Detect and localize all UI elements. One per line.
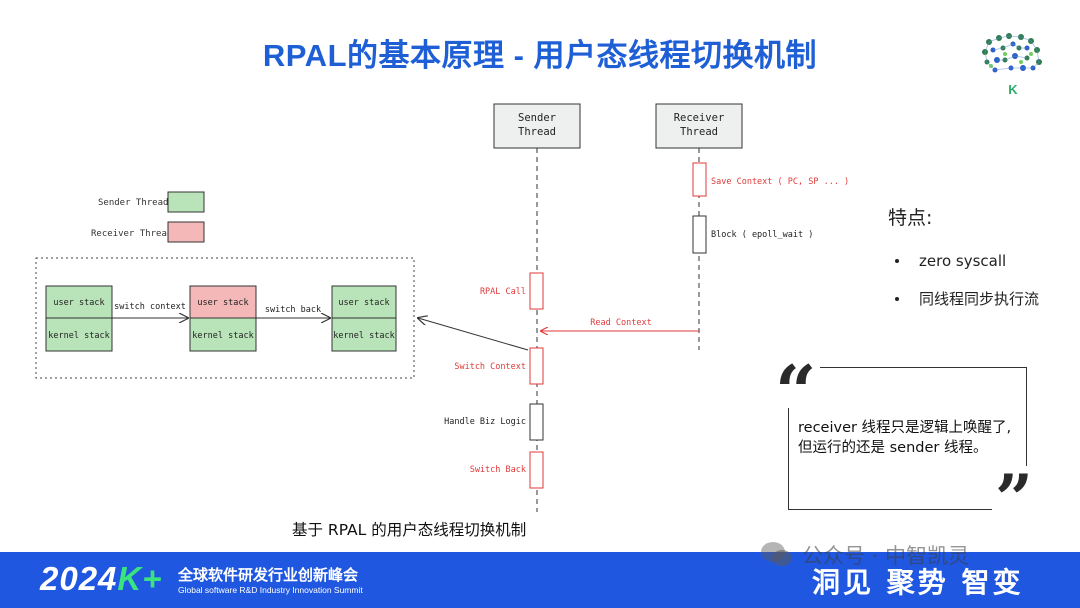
handle-biz-activation	[529, 403, 544, 441]
rpal-call-activation	[529, 272, 544, 310]
bullet-icon	[895, 259, 899, 263]
save-context-label: Save Context ( PC, SP ... )	[711, 177, 849, 187]
legend-sender-label: Sender Thread	[98, 198, 168, 208]
block-activation	[692, 215, 707, 254]
footer-event-cn: 全球软件研发行业创新峰会	[178, 566, 359, 584]
features-panel: 特点: zero syscall 同线程同步执行流	[888, 203, 1073, 327]
stack-pointer-arrow	[418, 318, 529, 351]
sender-user-stack	[45, 285, 113, 319]
receiver-user-stack	[189, 285, 257, 319]
footer-event-en: Global software R&D Industry Innovation …	[178, 585, 363, 595]
switch-context-step-label: Switch Context	[454, 362, 526, 372]
switch-back-step-label: Switch Back	[470, 465, 526, 475]
sender-title-line1: Sender	[518, 112, 556, 124]
handle-biz-label: Handle Biz Logic	[444, 417, 526, 427]
footer-banner: 2024K+ 全球软件研发行业创新峰会 Global software R&D …	[0, 552, 1080, 608]
legend-receiver-swatch	[167, 221, 205, 243]
receiver-lifeline: Receiver Thread	[655, 103, 743, 350]
diagram-caption: 基于 RPAL 的用户态线程切换机制	[292, 521, 527, 539]
stack-container	[35, 257, 415, 379]
quote-text: receiver 线程只是逻辑上唤醒了, 但运行的还是 sender 线程。	[798, 420, 1012, 456]
quote-box	[788, 367, 1027, 510]
feature-item: zero syscall	[895, 252, 1073, 270]
legend-sender-swatch	[167, 191, 205, 213]
switch-back-activation	[529, 451, 544, 489]
block-label: Block ( epoll_wait )	[711, 230, 813, 240]
feature-item: 同线程同步执行流	[895, 288, 1073, 309]
sender-title-line2: Thread	[518, 126, 556, 138]
switch-context-activation	[529, 347, 544, 385]
save-context-activation	[692, 162, 707, 197]
back-kernel-stack-label: kernel stack	[333, 331, 394, 341]
close-quote-icon: ”	[992, 466, 1036, 510]
sender-kernel-stack	[45, 317, 113, 352]
brain-logo-icon: K	[982, 33, 1042, 97]
back-user-stack-label: user stack	[338, 298, 389, 308]
features-title: 特点:	[888, 207, 933, 229]
legend: Sender Thread Receiver Thread	[91, 191, 205, 243]
sender-lifeline: Sender Thread	[493, 103, 581, 512]
mid-kernel-stack-label: kernel stack	[192, 331, 253, 341]
stack-diagram: user stack kernel stack user stack kerne…	[35, 257, 415, 379]
footer-k-mark: K+	[117, 560, 163, 597]
sender-kernel-stack-label: kernel stack	[48, 331, 109, 341]
footer-year: 2024K+	[40, 560, 163, 598]
receiver-title-line1: Receiver	[674, 112, 725, 124]
watermark-text: 公众号 · 中智凯灵	[802, 544, 970, 568]
back-user-stack	[331, 285, 397, 319]
read-context-label: Read Context	[590, 318, 651, 328]
sender-user-stack-label: user stack	[53, 298, 104, 308]
receiver-title-line2: Thread	[680, 126, 718, 138]
footer-slogan: 洞见 聚势 智变	[812, 566, 1024, 599]
open-quote-icon: “	[771, 356, 821, 408]
switch-context-label: switch context	[114, 302, 186, 312]
legend-receiver-label: Receiver Thread	[91, 229, 172, 239]
footer-year-text: 2024	[40, 560, 118, 597]
back-kernel-stack	[331, 317, 397, 352]
receiver-user-stack-label: user stack	[197, 298, 248, 308]
feature-text: zero syscall	[919, 252, 1007, 270]
wechat-watermark: 公众号 · 中智凯灵	[760, 540, 969, 570]
slide-title: RPAL的基本原理 - 用户态线程切换机制	[262, 38, 818, 73]
wechat-icon	[761, 542, 792, 566]
logo-letter: K	[1008, 82, 1018, 97]
mid-kernel-stack	[189, 317, 257, 352]
feature-text: 同线程同步执行流	[919, 290, 1040, 308]
switch-back-label: switch back	[265, 305, 321, 315]
bullet-icon	[895, 296, 899, 301]
rpal-call-label: RPAL Call	[480, 287, 526, 297]
